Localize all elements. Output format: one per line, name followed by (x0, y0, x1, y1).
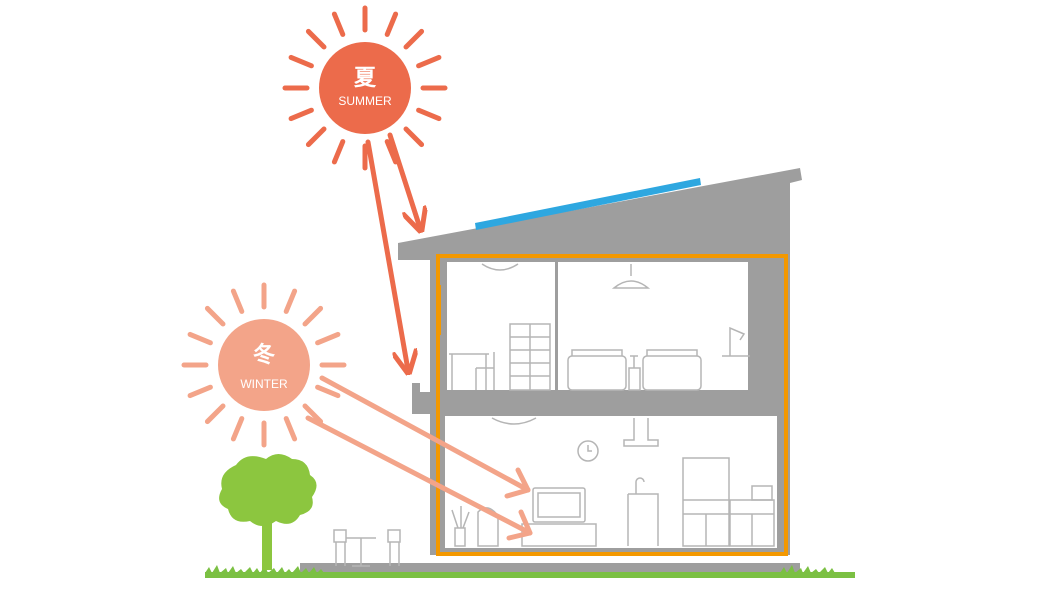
winter-sun: 冬 WINTER (181, 282, 347, 448)
sun-ray (416, 54, 442, 69)
sun-ray (331, 11, 346, 37)
kitchen-counter (627, 477, 659, 546)
furniture (449, 263, 775, 547)
summer-sunlight-arrows (365, 132, 420, 370)
summer-kanji: 夏 (354, 66, 377, 91)
desk-lamp (722, 326, 750, 357)
sun-ray (187, 384, 213, 399)
sun-ray (403, 126, 425, 148)
desk (449, 353, 489, 390)
sun-ray (283, 288, 298, 314)
sun-ray (384, 139, 399, 165)
grass (205, 572, 855, 578)
room-upper-left (447, 262, 555, 390)
winter-sunlight-arrows (305, 375, 533, 541)
sun-ray (204, 403, 226, 425)
wall-clock (577, 440, 599, 462)
winter-kanji: 冬 (253, 342, 275, 368)
insulation-outline (436, 254, 788, 556)
tv (532, 487, 586, 523)
house (398, 168, 802, 556)
sun-ray (230, 288, 245, 314)
sun-ray (315, 331, 341, 346)
chair (475, 352, 495, 390)
sun-ray (230, 416, 245, 442)
pendant-lamp (611, 264, 651, 289)
sun-ray (288, 107, 314, 122)
solar-panel (475, 178, 701, 230)
summer-label: SUMMER (338, 94, 392, 108)
plant (451, 506, 470, 547)
bed (567, 355, 627, 391)
ceiling-light (481, 263, 519, 271)
sun-ray (288, 54, 314, 69)
summer-ray-arrow (387, 132, 420, 228)
sun-ray (403, 28, 425, 50)
summer-ray-arrow (365, 139, 408, 370)
patio-table-set (333, 529, 401, 567)
sun-ray (302, 305, 324, 327)
winter-ray-arrow (319, 375, 531, 493)
sun-ray (187, 331, 213, 346)
balcony-slab (412, 392, 442, 414)
sun-ray (302, 403, 324, 425)
room-upper-right (558, 262, 748, 390)
tree (219, 454, 317, 570)
sun-ray (204, 305, 226, 327)
sun-ray (283, 416, 298, 442)
winter-label: WINTER (240, 377, 288, 391)
sun-ray (305, 126, 327, 148)
sun-ray (384, 11, 399, 37)
room-lower (445, 416, 777, 548)
ground (205, 563, 855, 578)
sun-ray (416, 107, 442, 122)
range-hood (623, 418, 659, 447)
sun-ray (305, 28, 327, 50)
summer-sun: 夏 SUMMER (282, 5, 448, 171)
microwave (751, 485, 773, 501)
winter-ray-arrow (305, 415, 533, 536)
sun-ray (331, 139, 346, 165)
sun-ray (315, 384, 341, 399)
